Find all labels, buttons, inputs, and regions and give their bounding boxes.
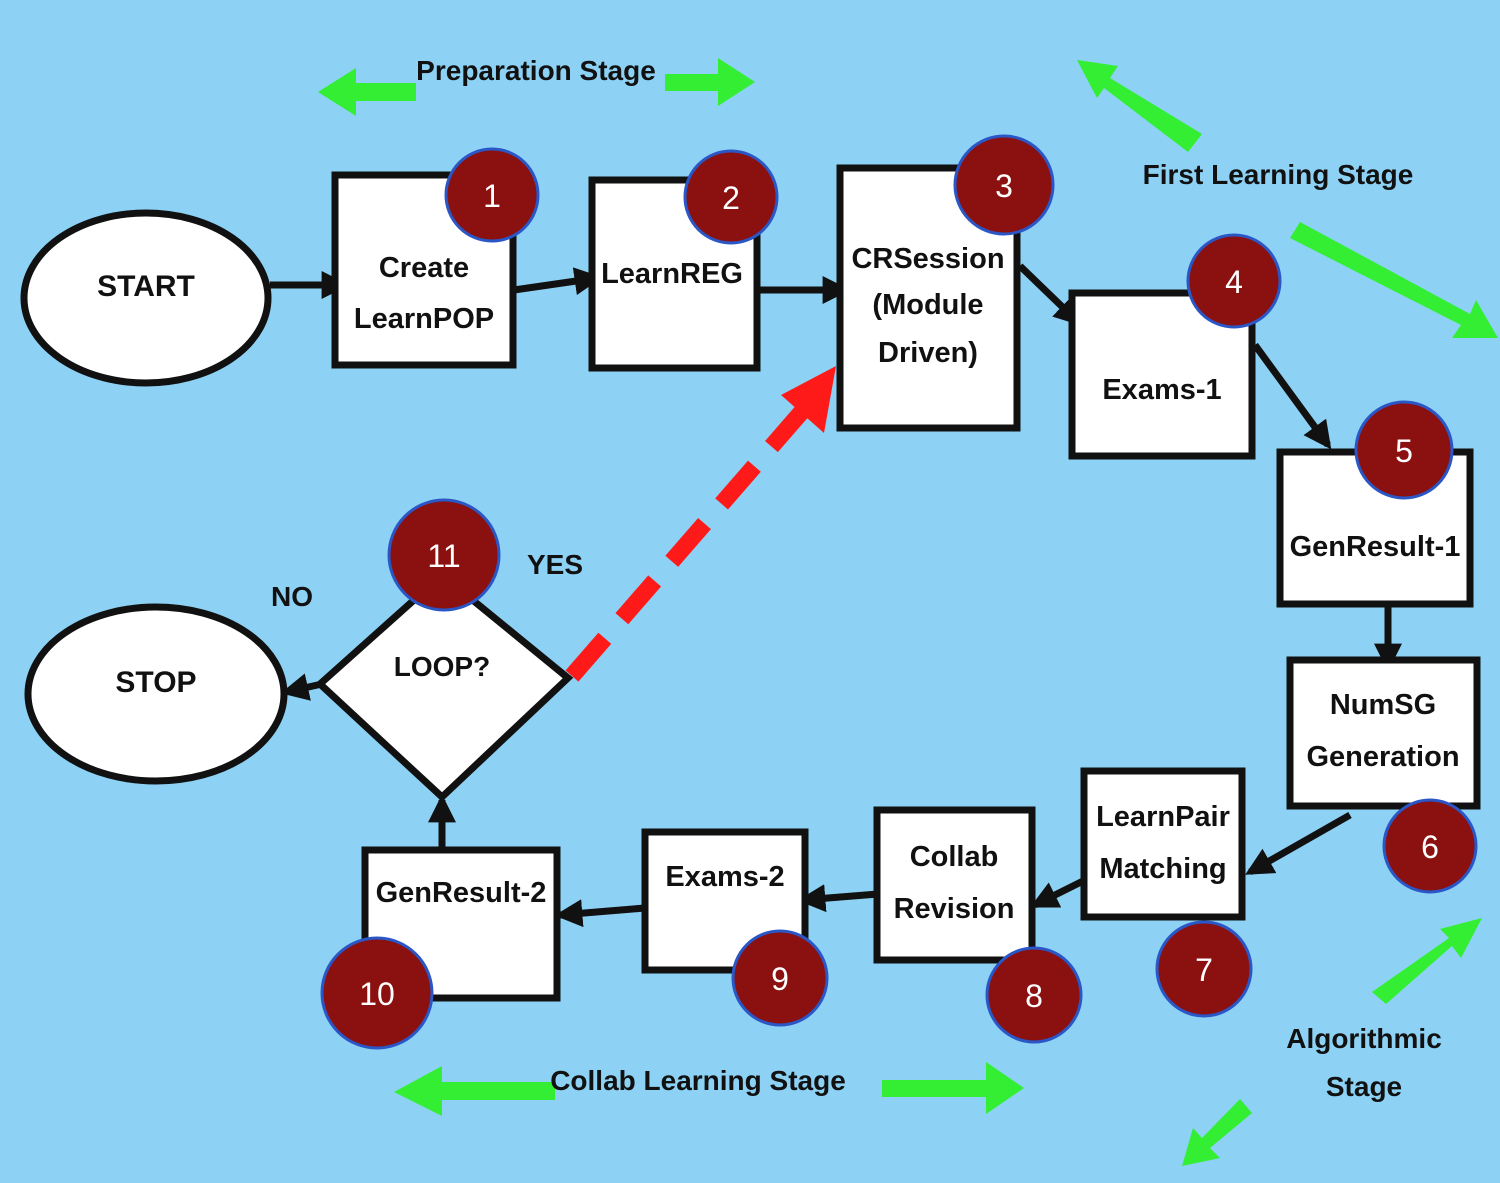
step-badge-1-circle [444, 147, 540, 243]
process-box-6-label-line1: NumSG [1330, 689, 1436, 721]
process-box-1-label-line1: Create [379, 252, 469, 284]
algorithmic-stage-label-line1: Algorithmic [1286, 1023, 1442, 1054]
step-badge-2-circle [683, 149, 779, 245]
process-box-7-label-line1: LearnPair [1096, 801, 1230, 833]
process-box-7-frame [1080, 767, 1246, 921]
collab-learning-stage-label: Collab Learning Stage [550, 1065, 846, 1096]
start-label: START [97, 270, 195, 303]
step-badge-11: 11 [387, 498, 501, 612]
step-badge-6: 6 [1382, 798, 1478, 894]
process-box-5-label-line1: GenResult-1 [1290, 531, 1461, 563]
process-box-9-label-line1: Exams-2 [665, 861, 784, 893]
stop-terminal [24, 603, 288, 785]
connector-9-to-10 [554, 899, 646, 928]
step-badge-10: 10 [320, 936, 434, 1050]
process-box-7: LearnPair Matching [1080, 767, 1246, 921]
step-badges: 1 2 3 4 5 6 7 8 [320, 134, 1478, 1050]
preparation-left-arrow [318, 68, 416, 116]
connector-1-to-2 [513, 267, 603, 296]
algorithmic-stage-label-line2: Stage [1326, 1071, 1402, 1102]
start-terminal [20, 209, 272, 387]
decision-no-label: NO [271, 581, 313, 612]
connector-11-to-stop [280, 673, 323, 701]
decision-yes-label: YES [527, 549, 583, 580]
algorithmic-up-arrow [1372, 918, 1482, 1004]
step-badge-11-circle [387, 498, 501, 612]
step-badge-7-circle [1155, 920, 1253, 1018]
step-badge-9-circle [731, 929, 829, 1027]
process-box-3: CRSession (Module Driven) [836, 164, 1021, 432]
step-badge-8: 8 [985, 946, 1083, 1044]
process-box-10-label-line1: GenResult-2 [376, 877, 547, 909]
process-box-1-label-line2: LearnPOP [354, 303, 494, 335]
step-badge-3: 3 [953, 134, 1055, 236]
step-badge-9: 9 [731, 929, 829, 1027]
connector-4-to-5 [1252, 342, 1332, 450]
step-badge-4-circle [1186, 233, 1282, 329]
step-badge-2-number: 2 [722, 180, 740, 216]
process-box-3-label-line1: CRSession [851, 243, 1004, 275]
connector-6-to-7 [1245, 811, 1352, 876]
step-badge-3-number: 3 [995, 168, 1013, 204]
process-box-8-frame [873, 806, 1036, 964]
process-box-4-label-line1: Exams-1 [1102, 374, 1221, 406]
process-box-3-label-line3: Driven) [878, 337, 978, 369]
step-badge-4: 4 [1186, 233, 1282, 329]
step-badge-11-number: 11 [427, 538, 460, 574]
step-badge-10-circle [320, 936, 434, 1050]
process-box-8: Collab Revision [873, 806, 1036, 964]
loop-back-dashed-line [565, 402, 812, 682]
collab-left-arrow [394, 1066, 555, 1116]
process-box-3-label-line2: (Module [872, 289, 983, 321]
step-badge-9-number: 9 [771, 961, 789, 997]
step-badge-10-number: 10 [359, 976, 395, 1012]
first-learning-stage-label: First Learning Stage [1143, 159, 1414, 190]
preparation-stage-label: Preparation Stage [416, 55, 656, 86]
process-box-6-label-line2: Generation [1306, 741, 1459, 773]
step-badge-7-number: 7 [1195, 952, 1213, 988]
decision-diamond [314, 570, 574, 802]
first-learning-up-arrow [1077, 60, 1202, 152]
process-box-7-label-line2: Matching [1099, 853, 1226, 885]
process-box-2-label-line1: LearnREG [601, 258, 743, 290]
step-badge-5-circle [1354, 400, 1454, 500]
step-badge-5: 5 [1354, 400, 1454, 500]
algorithmic-down-arrow [1182, 1099, 1252, 1166]
connector-7-to-8 [1029, 876, 1087, 909]
process-box-8-label-line2: Revision [894, 893, 1015, 925]
process-box-6-frame [1286, 656, 1481, 810]
step-badge-1: 1 [444, 147, 540, 243]
collab-right-arrow [882, 1062, 1024, 1114]
stage-arrows [318, 58, 1498, 1166]
step-badge-1-number: 1 [483, 178, 501, 214]
step-badge-8-circle [985, 946, 1083, 1044]
loop-back-arrowhead [781, 366, 836, 433]
connector-8-to-9 [797, 884, 879, 913]
connector-3-to-4 [1017, 263, 1083, 326]
decision-label: LOOP? [394, 651, 490, 682]
step-badge-4-number: 4 [1225, 264, 1243, 300]
step-badge-6-circle [1382, 798, 1478, 894]
step-badge-5-number: 5 [1395, 433, 1413, 469]
step-badge-8-number: 8 [1025, 978, 1043, 1014]
process-box-6: NumSG Generation [1286, 656, 1481, 810]
connectors [270, 263, 1402, 928]
first-learning-down-arrow [1290, 222, 1498, 338]
step-badge-6-number: 6 [1421, 829, 1439, 865]
process-box-8-label-line1: Collab [910, 841, 999, 873]
step-badge-7: 7 [1155, 920, 1253, 1018]
stop-label: STOP [115, 666, 196, 699]
step-badge-2: 2 [683, 149, 779, 245]
decision-node: LOOP? [314, 570, 574, 802]
preparation-right-arrow [665, 58, 755, 106]
step-badge-3-circle [953, 134, 1055, 236]
